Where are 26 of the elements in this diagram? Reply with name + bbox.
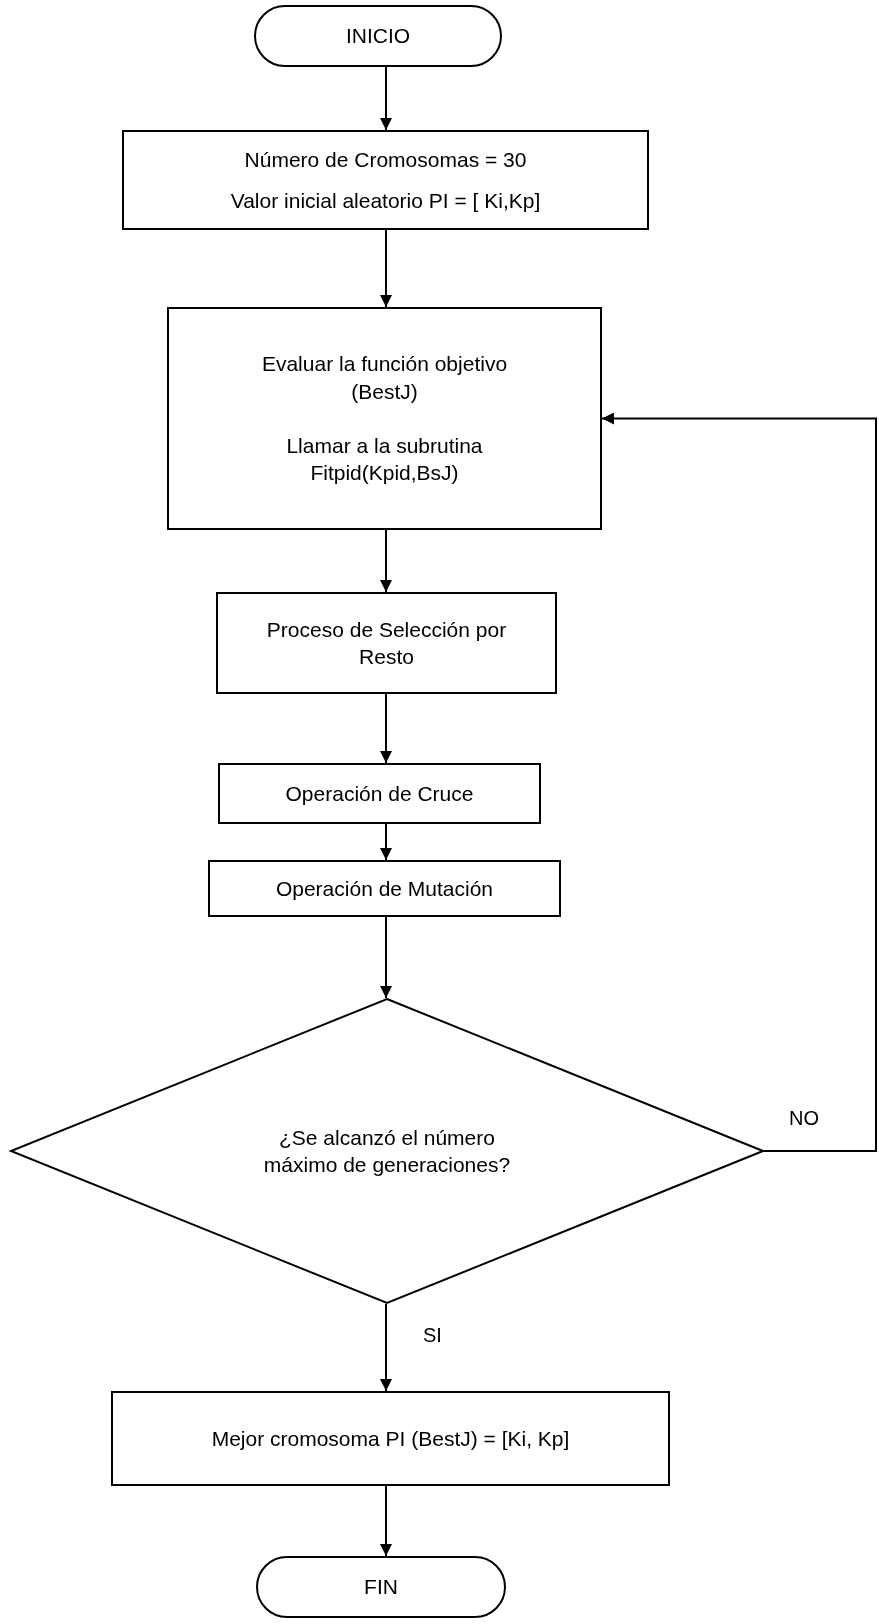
process-box — [167, 307, 602, 530]
process-box — [122, 130, 649, 230]
arrow — [380, 823, 392, 861]
step-text: Operación de Mutación — [275, 875, 494, 902]
step-text: Valor inicial aleatorio PI = [ Ki,Kp] — [230, 187, 541, 214]
process-box — [208, 860, 561, 917]
arrow — [601, 412, 877, 1152]
arrow — [380, 1303, 392, 1392]
decision-text: ¿Se alcanzó el número máximo de generaciones? — [262, 1124, 512, 1178]
arrow — [380, 66, 392, 131]
step-text: FIN — [364, 1574, 398, 1601]
step-text: Proceso de Selección por Resto — [266, 616, 507, 670]
arrow — [380, 916, 392, 999]
process-box — [218, 763, 541, 824]
step-text: Mejor cromosoma PI (BestJ) = [Ki, Kp] — [211, 1425, 570, 1452]
process-box — [111, 1391, 670, 1486]
step-text: Operación de Cruce — [285, 780, 474, 807]
step-text: Evaluar la función objetivo (BestJ) — [260, 351, 509, 405]
step-text: Llamar a la subrutina Fitpid(Kpid,BsJ) — [285, 433, 484, 487]
step-text: Número de Cromosomas = 30 — [244, 147, 527, 174]
arrow — [380, 229, 392, 308]
process-box — [216, 592, 557, 694]
step-text: INICIO — [345, 23, 411, 50]
arrow — [380, 1485, 392, 1557]
arrow — [380, 693, 392, 764]
arrow — [380, 529, 392, 593]
